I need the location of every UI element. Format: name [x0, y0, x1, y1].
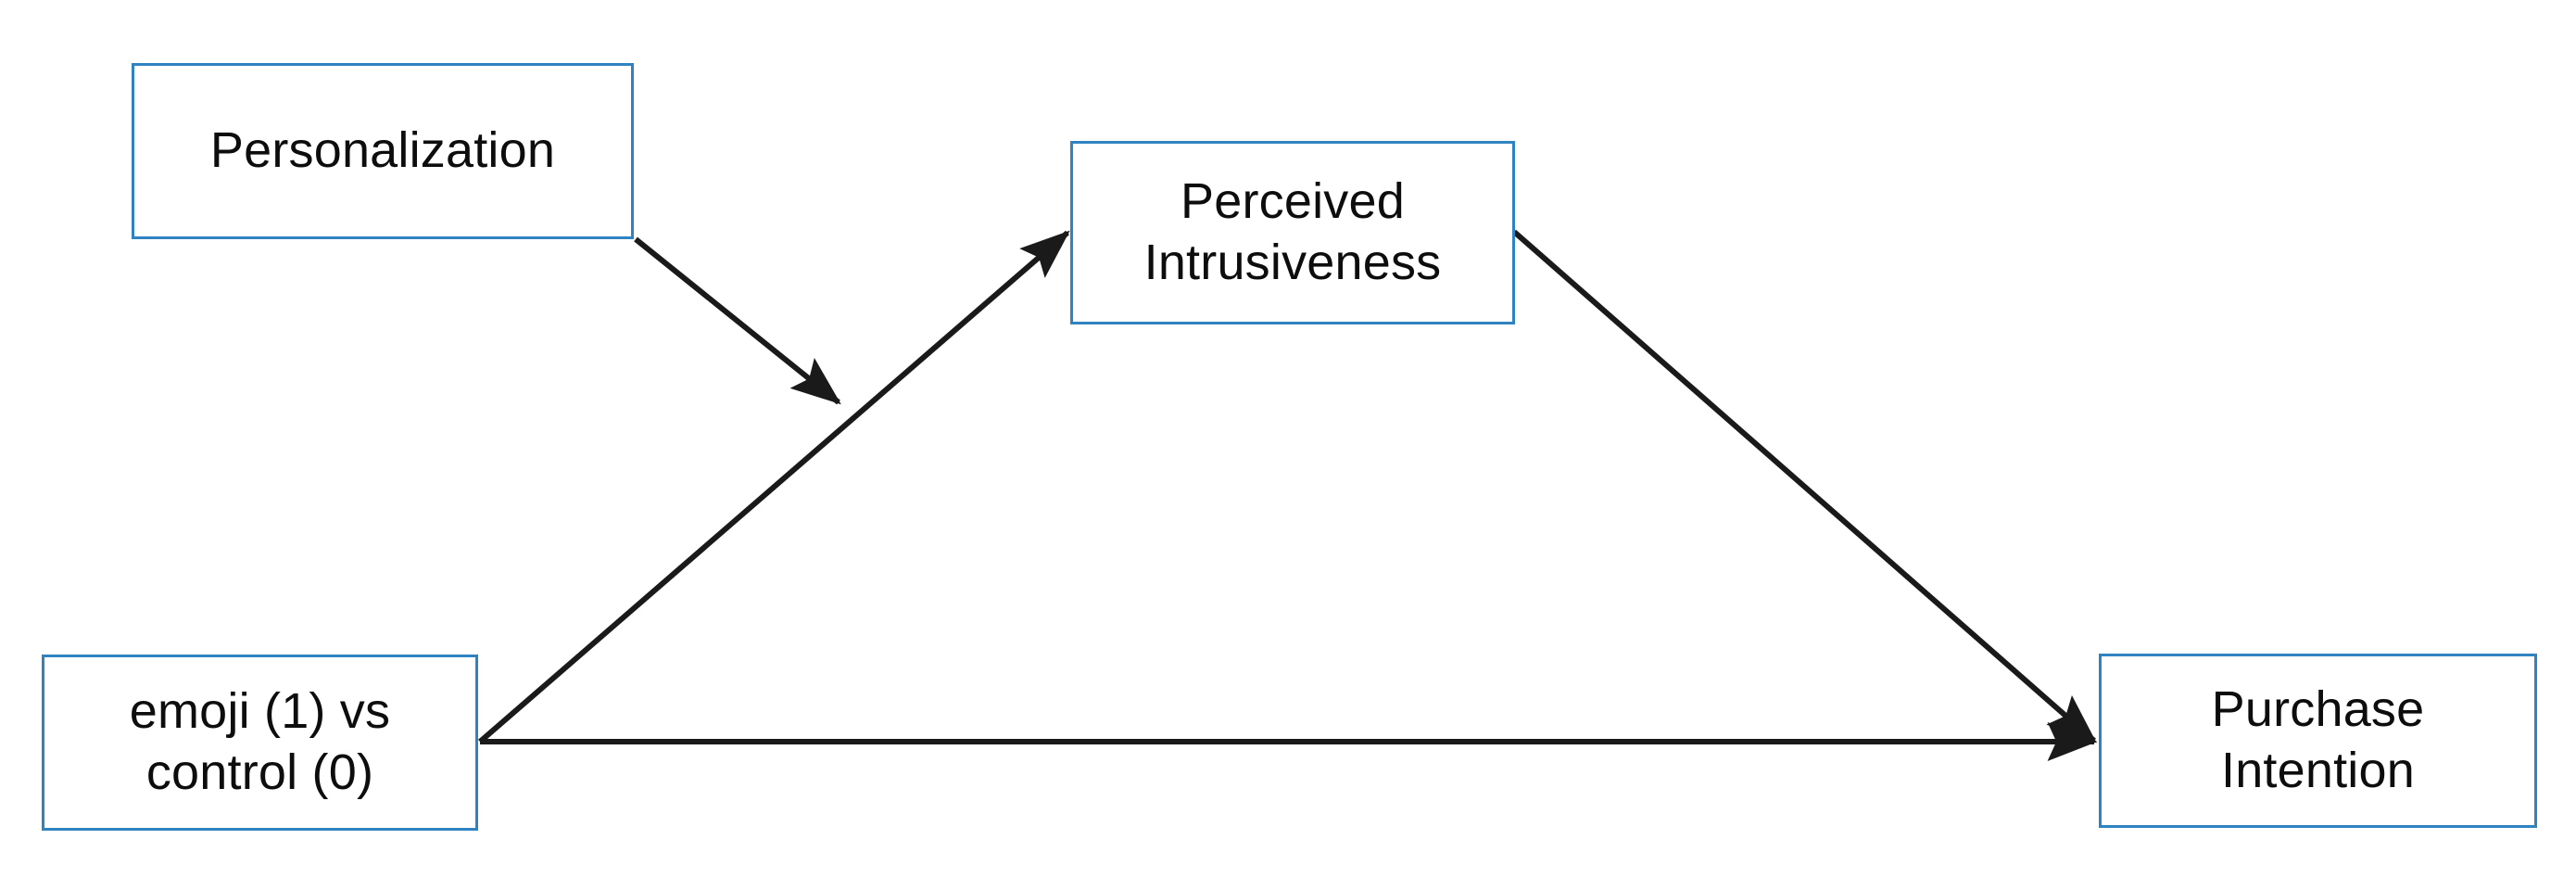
edge-moderation-arrow: [634, 236, 841, 405]
node-purchase-intention[interactable]: Purchase Intention: [2099, 654, 2537, 828]
node-personalization-label: Personalization: [209, 122, 556, 179]
node-emoji-condition-label: emoji (1) vs control (0): [129, 683, 391, 800]
node-emoji-condition[interactable]: emoji (1) vs control (0): [42, 655, 478, 831]
node-personalization[interactable]: Personalization: [132, 63, 634, 239]
edge-path-a: [478, 230, 1070, 744]
node-perceived-intrusiveness[interactable]: Perceived Intrusiveness: [1070, 141, 1515, 324]
node-perceived-intrusiveness-label: Perceived Intrusiveness: [1143, 173, 1442, 290]
node-purchase-intention-label: Purchase Intention: [2211, 681, 2425, 798]
edge-path-b: [1512, 229, 2097, 744]
